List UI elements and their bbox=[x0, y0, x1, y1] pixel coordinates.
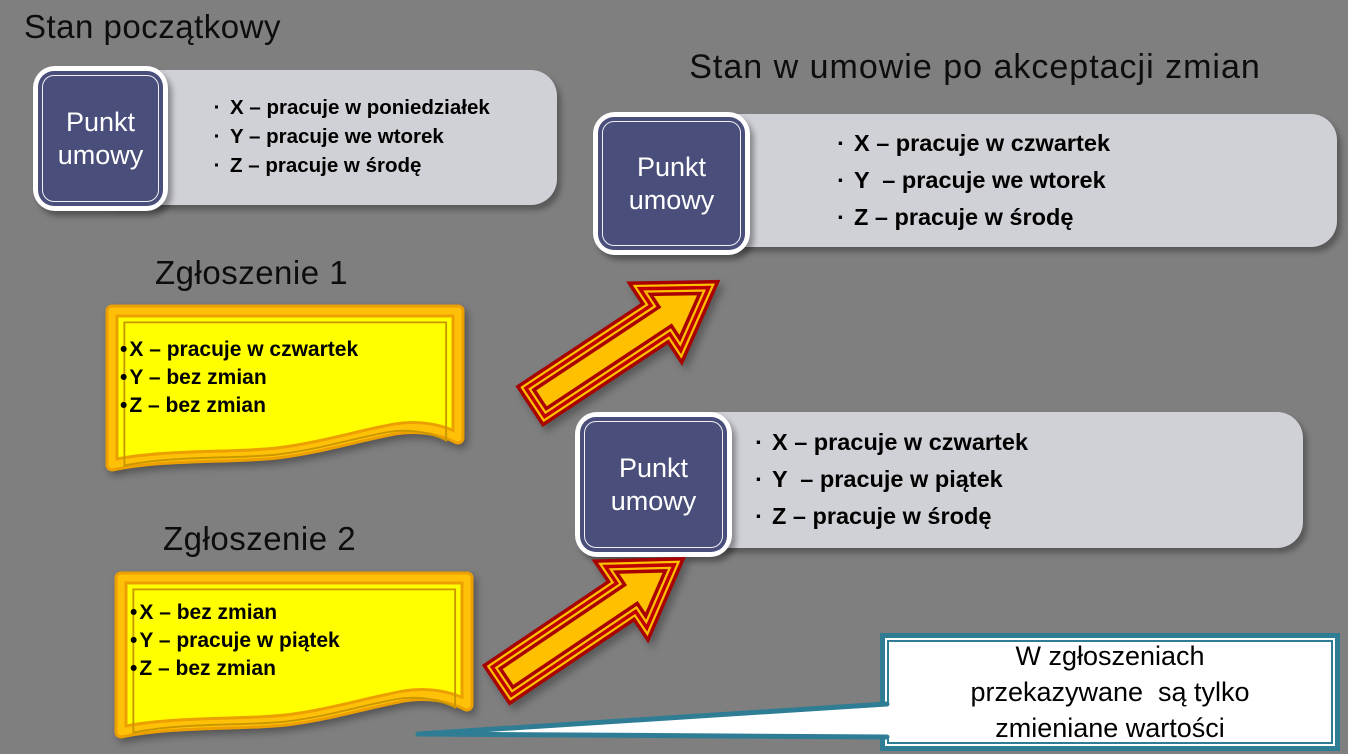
list-item: · X – pracuje w poniedziałek bbox=[204, 93, 490, 122]
callout-tail-icon bbox=[415, 701, 890, 740]
list-item: • X – pracuje w czwartek bbox=[120, 336, 358, 364]
list-item-text: Z – pracuje w środę bbox=[854, 204, 1074, 230]
initial-state-list: · X – pracuje w poniedziałek · Y – pracu… bbox=[204, 93, 490, 180]
change-arrow-1-icon bbox=[515, 279, 721, 427]
report-2-list: • X – bez zmian • Y – pracuje w piątek •… bbox=[130, 599, 340, 683]
list-item: • Y – pracuje w piątek bbox=[130, 627, 340, 655]
list-item-text: Y – bez zmian bbox=[129, 366, 267, 389]
accepted-state-list-2: · X – pracuje w czwartek · Y – pracuje w… bbox=[746, 424, 1028, 535]
list-item-text: Z – bez zmian bbox=[139, 657, 276, 680]
callout-inner-border: W zgłoszeniach przekazywane są tylko zmi… bbox=[887, 640, 1333, 744]
bullet-icon: · bbox=[213, 154, 221, 177]
list-item-text: X – pracuje w czwartek bbox=[772, 429, 1029, 455]
bullet-icon: · bbox=[213, 125, 221, 148]
contract-point-chip-accepted-1: Punkt umowy bbox=[593, 112, 750, 255]
list-item: • Y – bez zmian bbox=[120, 364, 358, 392]
list-item: • X – bez zmian bbox=[130, 599, 340, 627]
list-item: • Z – bez zmian bbox=[120, 392, 358, 420]
contract-point-chip-inner: Punkt umowy bbox=[580, 417, 727, 552]
bullet-icon: • bbox=[120, 366, 128, 389]
change-arrow-2-icon bbox=[481, 557, 686, 706]
list-item: · Z – pracuje w środę bbox=[204, 151, 490, 180]
bullet-icon: · bbox=[213, 96, 221, 119]
report-1-title: Zgłoszenie 1 bbox=[155, 254, 349, 291]
bullet-icon: · bbox=[837, 130, 845, 156]
accepted-state-panel-1 bbox=[660, 114, 1337, 247]
list-item-text: X – pracuje w poniedziałek bbox=[230, 96, 490, 119]
report-1-note-shape bbox=[105, 304, 465, 472]
initial-state-title: Stan początkowy bbox=[24, 8, 281, 45]
contract-point-chip-accepted-2: Punkt umowy bbox=[575, 412, 732, 557]
bullet-icon: · bbox=[837, 204, 845, 230]
accepted-state-title: Stan w umowie po akceptacji zmian bbox=[689, 48, 1261, 86]
callout-text-line: zmieniane wartości bbox=[995, 713, 1225, 743]
list-item-text: Y – pracuje we wtorek bbox=[854, 167, 1106, 193]
list-item: · Z – pracuje w środę bbox=[746, 498, 1028, 535]
list-item: · Z – pracuje w środę bbox=[828, 199, 1110, 236]
list-item-text: Z – pracuje w środę bbox=[230, 154, 422, 177]
contract-point-label: Punkt umowy bbox=[57, 106, 144, 170]
callout-box: W zgłoszeniach przekazywane są tylko zmi… bbox=[880, 633, 1340, 751]
list-item: · X – pracuje w czwartek bbox=[828, 125, 1110, 162]
bullet-icon: • bbox=[120, 338, 128, 361]
callout-text-line: przekazywane są tylko bbox=[970, 677, 1250, 707]
bullet-icon: · bbox=[755, 466, 763, 492]
bullet-icon: • bbox=[130, 657, 138, 680]
accepted-state-panel-2 bbox=[645, 412, 1303, 548]
list-item-text: Y – pracuje w piątek bbox=[772, 466, 1003, 492]
list-item-text: X – pracuje w czwartek bbox=[854, 130, 1111, 156]
list-item: · Y – pracuje w piątek bbox=[746, 461, 1028, 498]
report-2-note-shape bbox=[114, 571, 474, 739]
list-item-text: Z – bez zmian bbox=[129, 394, 266, 417]
list-item: • Z – bez zmian bbox=[130, 655, 340, 683]
list-item: · Y – pracuje we wtorek bbox=[828, 162, 1110, 199]
bullet-icon: · bbox=[755, 503, 763, 529]
contract-point-chip-inner: Punkt umowy bbox=[38, 71, 163, 206]
list-item-text: X – pracuje w czwartek bbox=[129, 338, 359, 361]
list-item-text: Y – pracuje we wtorek bbox=[230, 125, 444, 148]
list-item-text: Y – pracuje w piątek bbox=[139, 629, 340, 652]
callout-text-line: W zgłoszeniach bbox=[1015, 641, 1205, 671]
bullet-icon: • bbox=[120, 394, 128, 417]
list-item-text: Z – pracuje w środę bbox=[772, 503, 992, 529]
list-item-text: X – bez zmian bbox=[139, 601, 278, 624]
report-2-title: Zgłoszenie 2 bbox=[163, 520, 357, 557]
bullet-icon: · bbox=[755, 429, 763, 455]
bullet-icon: • bbox=[130, 629, 138, 652]
list-item: · X – pracuje w czwartek bbox=[746, 424, 1028, 461]
accepted-state-list-1: · X – pracuje w czwartek · Y – pracuje w… bbox=[828, 125, 1110, 236]
list-item: · Y – pracuje we wtorek bbox=[204, 122, 490, 151]
contract-point-label: Punkt umowy bbox=[610, 452, 697, 516]
report-1-list: • X – pracuje w czwartek • Y – bez zmian… bbox=[120, 336, 358, 420]
contract-point-chip-initial: Punkt umowy bbox=[33, 66, 168, 211]
contract-point-label: Punkt umowy bbox=[628, 151, 715, 215]
bullet-icon: • bbox=[130, 601, 138, 624]
bullet-icon: · bbox=[837, 167, 845, 193]
contract-point-chip-inner: Punkt umowy bbox=[598, 117, 745, 250]
